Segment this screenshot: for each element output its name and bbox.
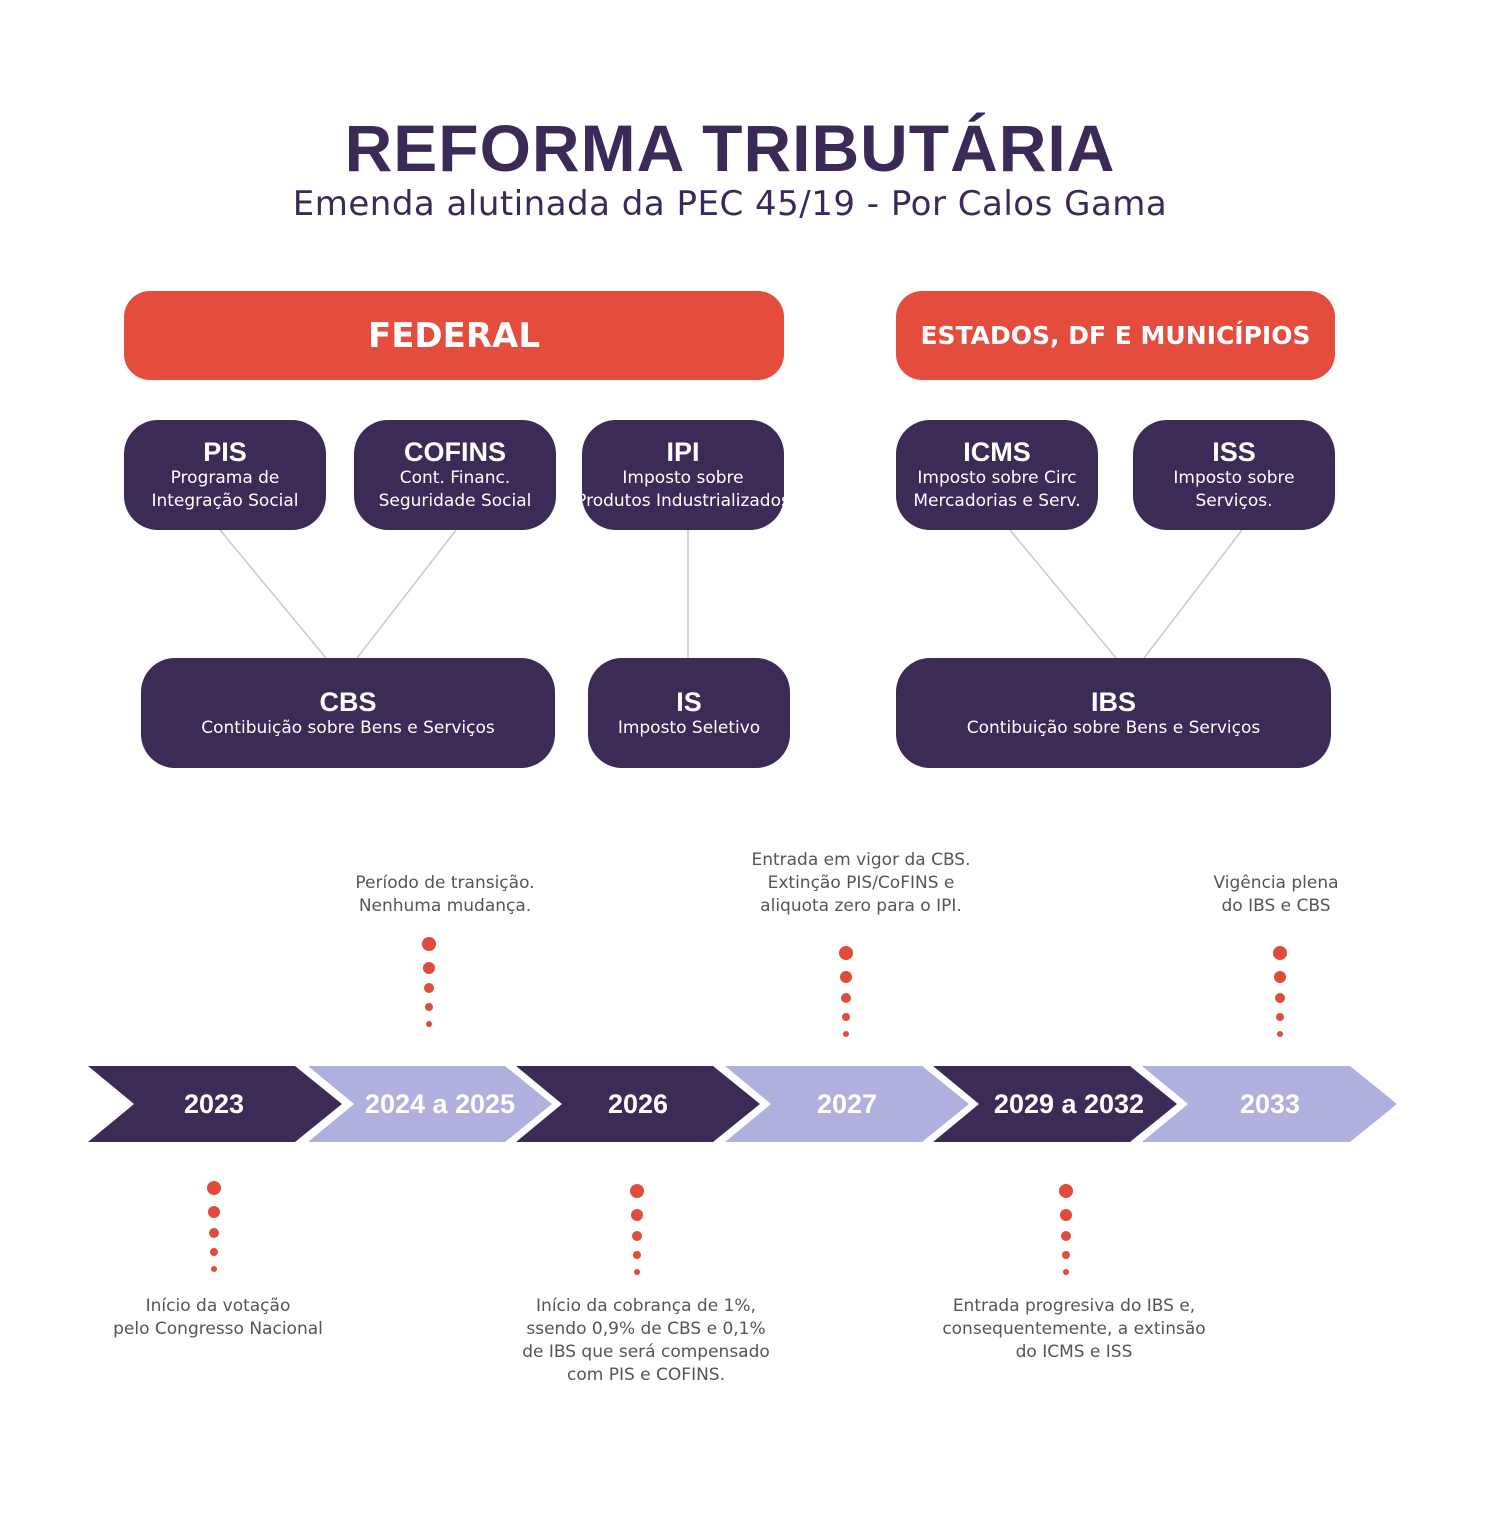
year-2029-2032: 2029 a 2032 bbox=[993, 1088, 1145, 1119]
ipi-abbr: IPI bbox=[666, 437, 700, 467]
dot bbox=[426, 1021, 432, 1027]
connector-cofins-cbs bbox=[356, 529, 457, 659]
dot bbox=[842, 1013, 850, 1021]
is-box: IS Imposto Seletivo bbox=[588, 658, 790, 768]
dot bbox=[1274, 971, 1286, 983]
federal-header: FEDERAL bbox=[124, 291, 784, 380]
dot bbox=[422, 937, 436, 951]
cofins-box: COFINS Cont. Financ. Seguridade Social bbox=[354, 420, 556, 530]
dot bbox=[1062, 1251, 1070, 1259]
dot bbox=[634, 1269, 640, 1275]
dot bbox=[631, 1209, 643, 1221]
dot bbox=[423, 962, 435, 974]
cofins-desc: Cont. Financ. Seguridade Social bbox=[378, 468, 532, 511]
dot bbox=[209, 1228, 219, 1238]
icms-desc: Imposto sobre Circ Mercadorias e Serv. bbox=[913, 468, 1081, 511]
dot bbox=[210, 1248, 218, 1256]
connector-icms-ibs bbox=[1009, 529, 1117, 659]
cbs-desc: Contibuição sobre Bens e Serviços bbox=[201, 717, 495, 738]
note-2023: Início da votação pelo Congresso Naciona… bbox=[113, 1296, 323, 1339]
year-2024-2025: 2024 a 2025 bbox=[364, 1088, 516, 1119]
note-2027: Entrada em vigor da CBS. Extinção PIS/Co… bbox=[751, 850, 971, 916]
cbs-abbr: CBS bbox=[319, 686, 377, 717]
ibs-abbr: IBS bbox=[1090, 686, 1136, 717]
dot bbox=[1060, 1209, 1072, 1221]
dot bbox=[424, 983, 434, 993]
icms-abbr: ICMS bbox=[963, 437, 1031, 467]
dot bbox=[207, 1181, 221, 1195]
chevron-2023 bbox=[88, 1066, 342, 1142]
chevron-2033 bbox=[1142, 1066, 1397, 1142]
page-subtitle: Emenda alutinada da PEC 45/19 - Por Calo… bbox=[292, 184, 1168, 224]
dot bbox=[211, 1266, 217, 1272]
estados-header-label: ESTADOS, DF E MUNICÍPIOS bbox=[920, 321, 1311, 350]
dot bbox=[1276, 1013, 1284, 1021]
cofins-abbr: COFINS bbox=[403, 437, 506, 467]
dot bbox=[630, 1184, 644, 1198]
dot bbox=[1275, 993, 1285, 1003]
chevron-2027 bbox=[725, 1066, 969, 1142]
icms-box: ICMS Imposto sobre Circ Mercadorias e Se… bbox=[896, 420, 1098, 530]
pis-desc: Programa de Integração Social bbox=[151, 468, 299, 511]
is-abbr: IS bbox=[676, 686, 702, 717]
page-title: REFORMA TRIBUTÁRIA bbox=[344, 111, 1116, 185]
federal-header-label: FEDERAL bbox=[367, 315, 541, 356]
dot bbox=[1273, 946, 1287, 960]
connector-pis-cbs bbox=[219, 529, 327, 659]
ipi-desc: Imposto sobre Produtos Industrializados bbox=[582, 468, 784, 511]
pis-abbr: PIS bbox=[203, 437, 247, 467]
dot bbox=[632, 1231, 642, 1241]
is-desc: Imposto Seletivo bbox=[617, 717, 761, 738]
note-2033: Vigência plena do IBS e CBS bbox=[1213, 873, 1339, 916]
dot bbox=[1061, 1231, 1071, 1241]
dot bbox=[843, 1031, 849, 1037]
cbs-box: CBS Contibuição sobre Bens e Serviços bbox=[141, 658, 555, 768]
dot bbox=[633, 1251, 641, 1259]
iss-abbr: ISS bbox=[1212, 437, 1256, 467]
dot bbox=[1059, 1184, 1073, 1198]
note-2024-2025: Período de transição. Nenhuma mudança. bbox=[355, 873, 535, 916]
iss-box: ISS Imposto sobre Serviços. bbox=[1133, 420, 1335, 530]
year-2023: 2023 bbox=[183, 1088, 245, 1119]
year-2026: 2026 bbox=[607, 1088, 669, 1119]
dot bbox=[425, 1003, 433, 1011]
year-2033: 2033 bbox=[1239, 1088, 1301, 1119]
dot bbox=[1277, 1031, 1283, 1037]
dot bbox=[1063, 1269, 1069, 1275]
connector-iss-ibs bbox=[1143, 529, 1243, 659]
pis-box: PIS Programa de Integração Social bbox=[124, 420, 326, 530]
chevron-2029-2032 bbox=[933, 1066, 1177, 1142]
ipi-box: IPI Imposto sobre Produtos Industrializa… bbox=[582, 420, 784, 530]
chevron-2026 bbox=[516, 1066, 760, 1142]
dot bbox=[840, 971, 852, 983]
note-2029-2032: Entrada progresiva do IBS e, consequente… bbox=[942, 1296, 1206, 1362]
dot bbox=[208, 1206, 220, 1218]
estados-header: ESTADOS, DF E MUNICÍPIOS bbox=[896, 291, 1335, 380]
dot bbox=[839, 946, 853, 960]
iss-desc: Imposto sobre Serviços. bbox=[1173, 468, 1295, 511]
ibs-desc: Contibuição sobre Bens e Serviços bbox=[966, 717, 1261, 738]
note-2026: Início da cobrança de 1%, ssendo 0,9% de… bbox=[522, 1296, 770, 1385]
chevron-2024-2025 bbox=[308, 1066, 552, 1142]
ibs-box: IBS Contibuição sobre Bens e Serviços bbox=[896, 658, 1331, 768]
year-2027: 2027 bbox=[816, 1088, 878, 1119]
dot bbox=[841, 993, 851, 1003]
